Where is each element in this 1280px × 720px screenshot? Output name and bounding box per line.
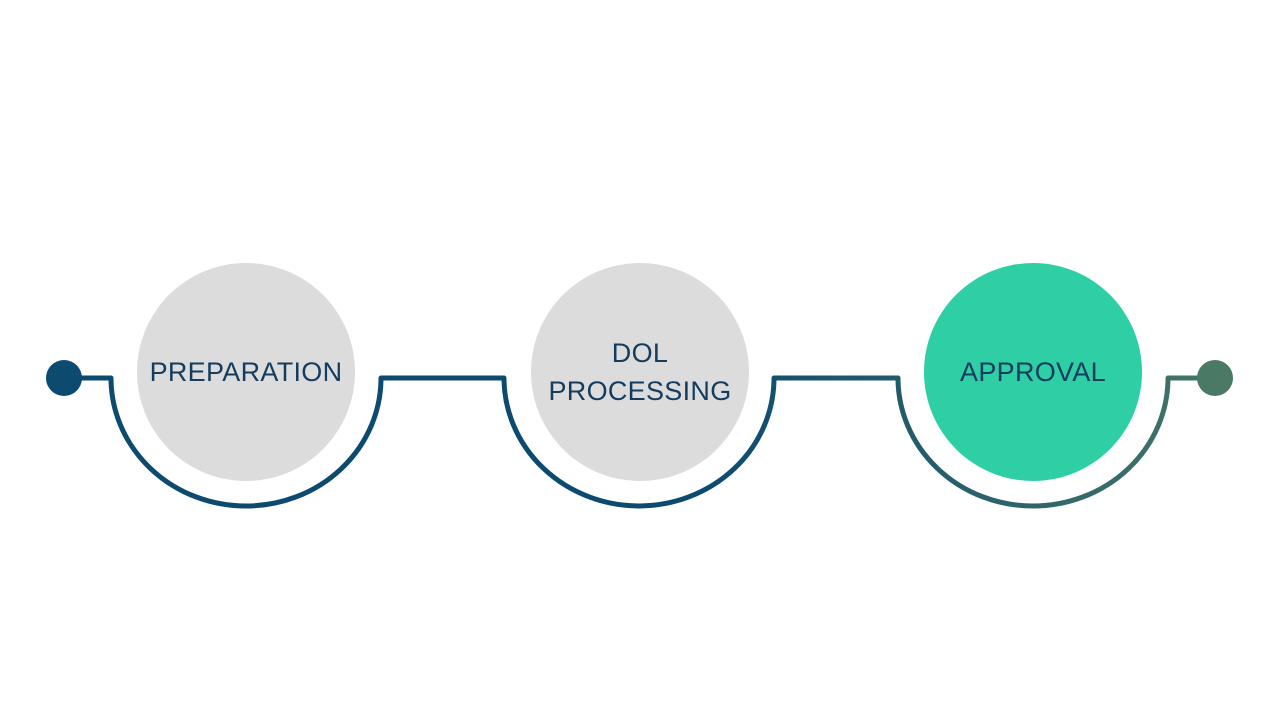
step-approval: APPROVAL [924,263,1142,481]
step-label: APPROVAL [960,357,1106,387]
step-label: DOL PROCESSING [548,338,732,406]
start-dot [46,360,82,396]
step-preparation: PREPARATION [137,263,355,481]
step-dol-processing: DOL PROCESSING [531,263,749,481]
timeline-path [64,375,1215,509]
end-dot [1197,360,1233,396]
step-label: PREPARATION [149,357,343,387]
